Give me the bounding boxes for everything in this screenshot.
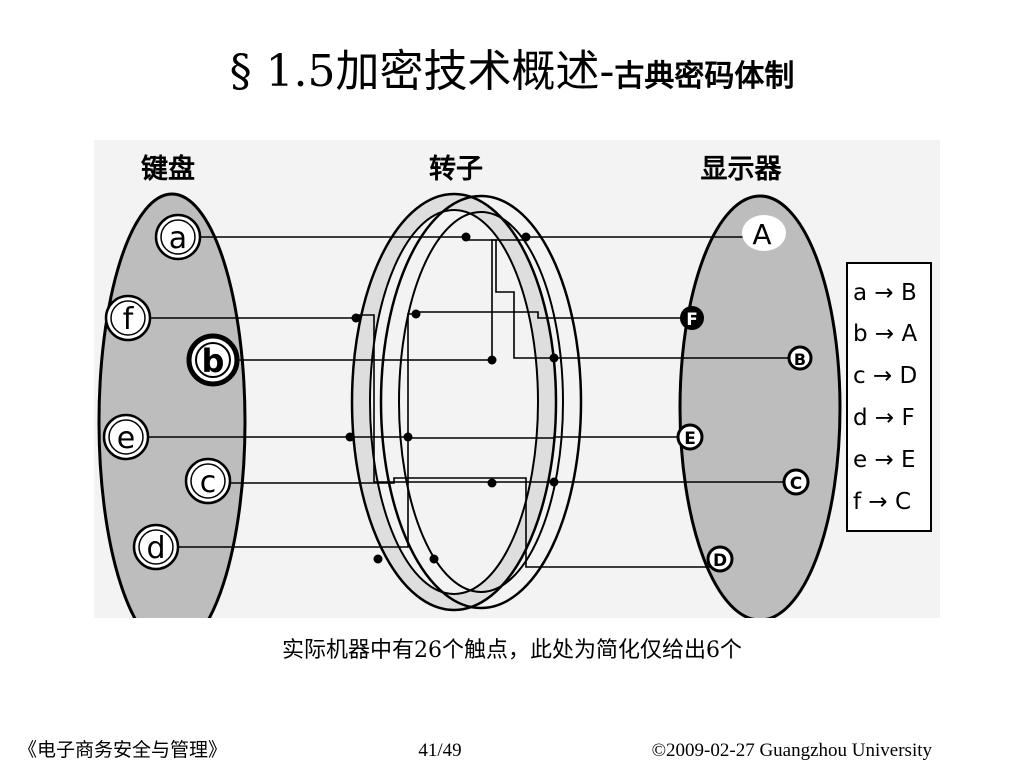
key-label: a bbox=[169, 221, 187, 256]
key-c: c bbox=[184, 457, 232, 505]
key-f: f bbox=[104, 294, 152, 342]
mapping-row: b → A bbox=[853, 321, 917, 347]
key-a: a bbox=[154, 213, 202, 261]
slide-title: § 1.5加密技术概述-古典密码体制 bbox=[0, 44, 1024, 105]
display-label-text: E bbox=[684, 429, 696, 449]
title-main: § 1.5加密技术概述- bbox=[229, 46, 615, 97]
display-label-text: A bbox=[752, 218, 771, 251]
footer-page-number: 41/49 bbox=[418, 740, 462, 761]
footer-course: 《电子商务安全与管理》 bbox=[18, 740, 228, 761]
display-ellipse bbox=[678, 194, 842, 618]
key-b: b bbox=[186, 333, 240, 387]
mapping-table: a → B b → A c → D d → F e → E f → C bbox=[846, 262, 932, 532]
key-label: f bbox=[123, 302, 135, 337]
display-letter-d: D bbox=[706, 545, 734, 573]
figure-caption: 实际机器中有26个触点，此处为简化仅给出6个 bbox=[282, 638, 742, 663]
rotor-label: 转子 bbox=[429, 154, 483, 185]
display-letters: A F B E C D bbox=[676, 215, 813, 573]
display-letter-a: A bbox=[742, 215, 786, 251]
keyboard-label: 键盘 bbox=[141, 153, 195, 185]
mapping-row: c → D bbox=[853, 363, 917, 389]
display-label-text: F bbox=[686, 310, 698, 330]
key-label: d bbox=[146, 531, 165, 566]
key-label: e bbox=[117, 421, 135, 456]
key-label: b bbox=[202, 342, 225, 380]
display-label: 显示器 bbox=[701, 154, 783, 185]
mapping-row: d → F bbox=[853, 405, 915, 431]
mapping-row: a → B bbox=[853, 280, 917, 306]
rotor bbox=[350, 192, 583, 612]
display-letter-f: F bbox=[680, 306, 704, 330]
title-sub: 古典密码体制 bbox=[614, 59, 795, 94]
mapping-row: f → C bbox=[853, 489, 911, 515]
display-label-text: C bbox=[790, 474, 802, 494]
display-letter-b: B bbox=[787, 345, 813, 371]
contact-dots bbox=[345, 232, 559, 564]
mapping-row: e → E bbox=[853, 447, 916, 473]
display-letter-c: C bbox=[782, 468, 810, 496]
footer-copyright: ©2009-02-27 Guangzhou University bbox=[651, 740, 932, 761]
rotor-cipher-diagram: 键盘 转子 显示器 bbox=[94, 140, 940, 618]
key-e: e bbox=[102, 413, 150, 461]
display-label-text: D bbox=[713, 551, 727, 571]
display-letter-e: E bbox=[676, 423, 704, 451]
display-label-text: B bbox=[794, 350, 806, 369]
keyboard-keys: a f b e c bbox=[102, 213, 240, 571]
key-label: c bbox=[200, 465, 217, 500]
key-d: d bbox=[132, 523, 180, 571]
